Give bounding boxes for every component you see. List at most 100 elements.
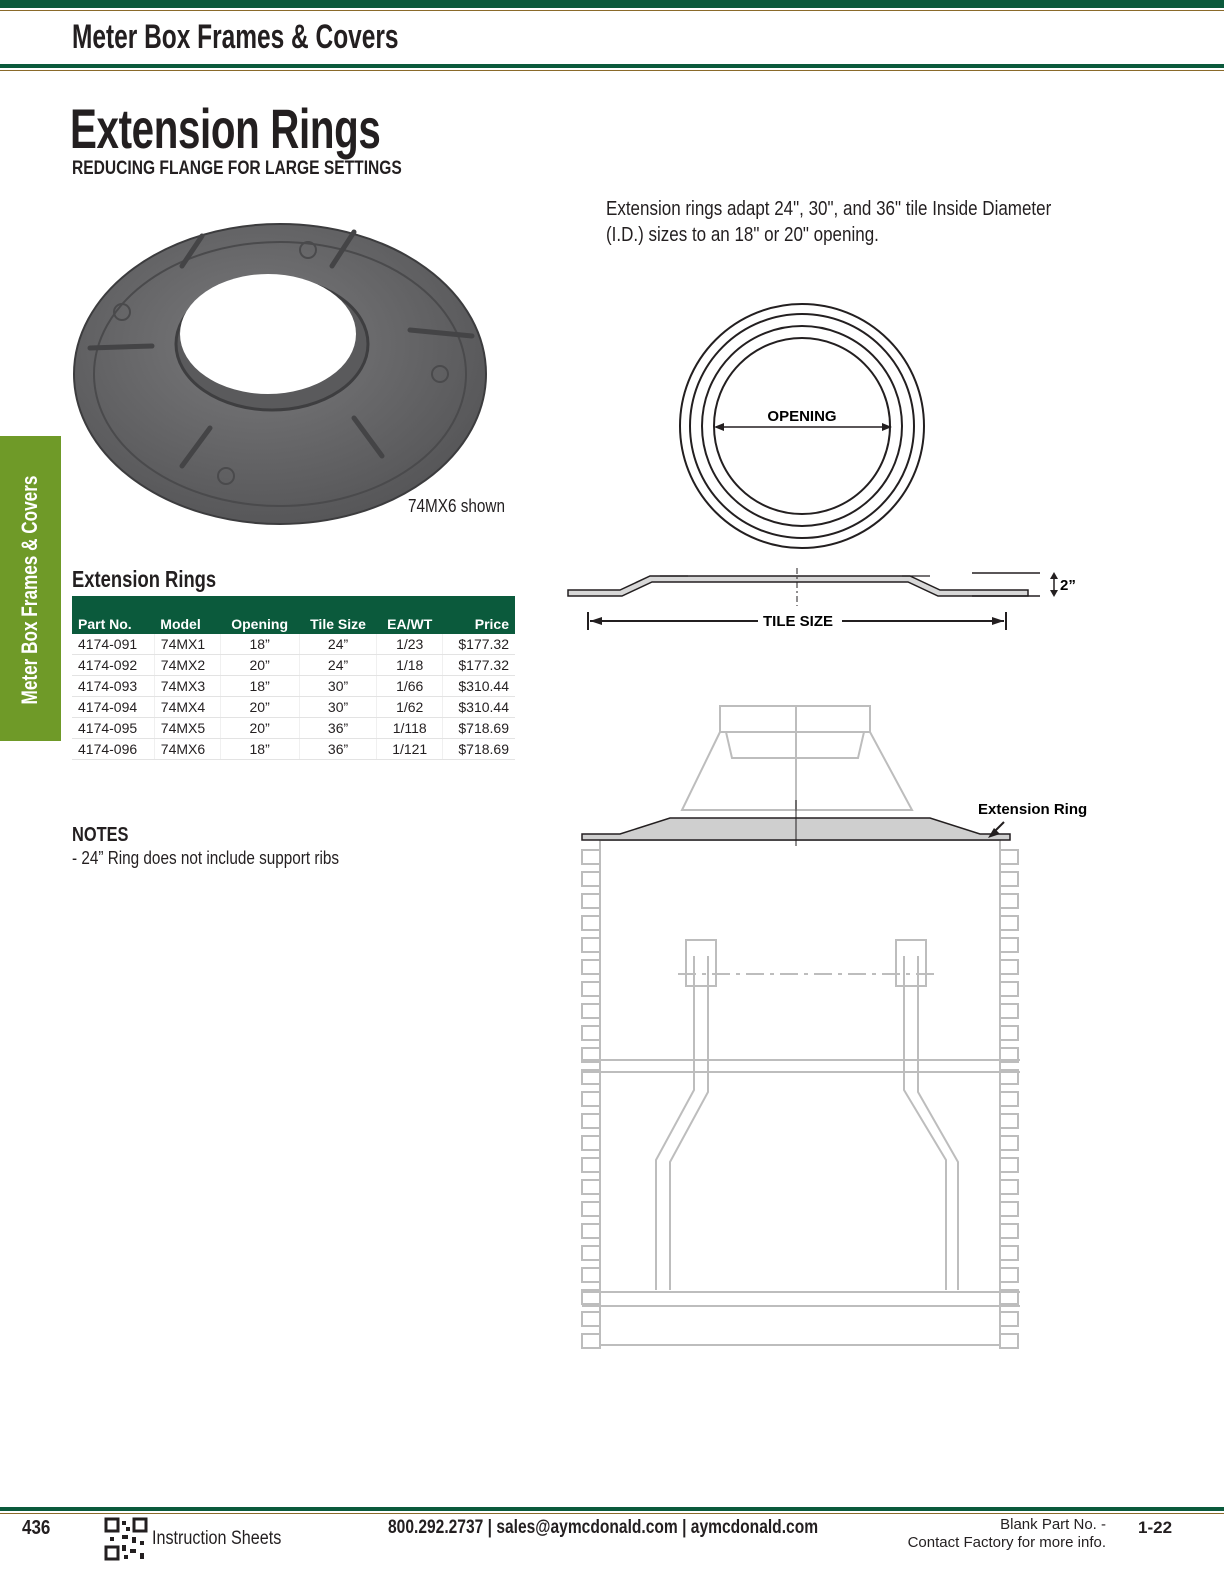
table-row: 4174-091 74MX1 18” 24” 1/23 $177.32: [72, 634, 515, 655]
table-heading: Extension Rings: [72, 566, 217, 592]
part-number-cell: 4174-096: [72, 738, 155, 760]
opening-cell: 18”: [220, 675, 300, 697]
tile-rib: [999, 1267, 1019, 1283]
tile-rib: [581, 1201, 601, 1217]
page-code: 1-22: [1138, 1518, 1173, 1537]
part-number-cell: 4174-094: [72, 696, 155, 718]
column-header: Part No.: [78, 616, 132, 632]
tile-rib: [999, 1135, 1019, 1151]
tile-rib: [999, 1333, 1019, 1349]
table-row: 4174-094 74MX4 20” 30” 1/62 $310.44: [72, 696, 515, 718]
ea-wt-cell: 1/62: [376, 696, 443, 718]
opening-cell: 18”: [220, 634, 300, 655]
tile-rib: [999, 915, 1019, 931]
tile-rib: [999, 1201, 1019, 1217]
price-cell: $310.44: [442, 675, 515, 697]
tile-rib: [999, 849, 1019, 865]
tile-rib: [581, 981, 601, 997]
model-cell: 74MX1: [154, 634, 221, 655]
tile-rib: [999, 959, 1019, 975]
top-rule: [0, 0, 1224, 8]
tile-rib: [581, 1135, 601, 1151]
opening-cell: 20”: [220, 696, 300, 718]
model-cell: 74MX4: [154, 696, 221, 718]
opening-cell: 20”: [220, 654, 300, 676]
tile-size-cell: 24”: [299, 634, 378, 655]
tile-rib: [581, 1069, 601, 1085]
tile-rib: [581, 1311, 601, 1327]
page-number: 436: [22, 1517, 51, 1539]
tile-rib: [581, 1025, 601, 1041]
notes-item: - 24” Ring does not include support ribs: [72, 848, 340, 868]
extension-rings-table: Part No. Model Opening Tile Size EA/WT P…: [72, 596, 515, 760]
tile-size-cell: 36”: [299, 738, 378, 760]
price-cell: $177.32: [442, 634, 515, 655]
contact-info: 800.292.2737 | sales@aymcdonald.com | ay…: [388, 1517, 819, 1538]
ea-wt-cell: 1/121: [376, 738, 443, 760]
instruction-sheets-link[interactable]: Instruction Sheets: [152, 1528, 282, 1549]
qr-code-icon[interactable]: [104, 1517, 148, 1561]
model-cell: 74MX5: [154, 717, 221, 739]
page-title: Extension Rings: [70, 97, 381, 160]
tile-rib: [999, 1069, 1019, 1085]
tile-rib: [581, 937, 601, 953]
tile-rib: [999, 1245, 1019, 1261]
column-header: Model: [160, 616, 201, 632]
tile-rib: [581, 871, 601, 887]
price-cell: $310.44: [442, 696, 515, 718]
tile-rib: [581, 1091, 601, 1107]
tile-rib: [999, 1223, 1019, 1239]
tile-rib: [581, 849, 601, 865]
opening-label: OPENING: [767, 408, 836, 425]
tile-rib: [581, 1113, 601, 1129]
footer-rule: [0, 1507, 1224, 1511]
tile-rib: [999, 1003, 1019, 1019]
tile-size-label: TILE SIZE: [763, 613, 833, 630]
tile-rib: [999, 1179, 1019, 1195]
tile-rib: [581, 1047, 601, 1063]
tile-size-cell: 30”: [299, 675, 378, 697]
part-number-cell: 4174-093: [72, 675, 155, 697]
ring-top-view-diagram: OPENING: [679, 303, 925, 549]
header-thin-rule: [0, 70, 1224, 71]
table-row: 4174-093 74MX3 18” 30” 1/66 $310.44: [72, 675, 515, 697]
blank-part-contact: Contact Factory for more info.: [907, 1534, 1106, 1551]
table-row: 4174-095 74MX5 20” 36” 1/118 $718.69: [72, 717, 515, 739]
side-tab-label: Meter Box Frames & Covers: [17, 475, 42, 705]
column-header: Opening: [231, 616, 289, 632]
price-cell: $177.32: [442, 654, 515, 676]
model-cell: 74MX3: [154, 675, 221, 697]
tile-rib: [581, 915, 601, 931]
tile-rib: [581, 1267, 601, 1283]
tile-rib: [999, 1311, 1019, 1327]
ea-wt-cell: 1/23: [376, 634, 443, 655]
tile-rib: [581, 1223, 601, 1239]
ea-wt-cell: 1/66: [376, 675, 443, 697]
tile-rib: [581, 959, 601, 975]
tile-rib: [999, 871, 1019, 887]
side-section-tab[interactable]: [0, 436, 61, 741]
tile-size-cell: 36”: [299, 717, 378, 739]
tile-rib: [999, 1113, 1019, 1129]
extension-ring-photo: [73, 223, 487, 525]
tile-rib: [581, 1289, 601, 1305]
installation-diagram: Extension Ring: [581, 705, 1087, 1349]
notes-title: NOTES: [72, 824, 129, 846]
tile-rib: [999, 1025, 1019, 1041]
top-thin-rule: [0, 10, 1224, 11]
tile-rib: [999, 1091, 1019, 1107]
intro-text: Extension rings adapt 24", 30", and 36" …: [606, 198, 1052, 246]
tile-rib: [581, 1003, 601, 1019]
tile-rib: [999, 1157, 1019, 1173]
ring-side-view-diagram: 2” TILE SIZE: [567, 568, 1076, 630]
price-cell: $718.69: [442, 738, 515, 760]
part-number-cell: 4174-095: [72, 717, 155, 739]
tile-size-cell: 24”: [299, 654, 378, 676]
table-row: 4174-092 74MX2 20” 24” 1/18 $177.32: [72, 654, 515, 676]
header-rule: [0, 64, 1224, 68]
tile-rib: [999, 937, 1019, 953]
blank-part-note: Blank Part No. -: [1000, 1516, 1106, 1533]
tile-rib: [581, 1179, 601, 1195]
section-header-title: Meter Box Frames & Covers: [72, 18, 399, 56]
footer-thin-rule: [0, 1513, 1224, 1514]
